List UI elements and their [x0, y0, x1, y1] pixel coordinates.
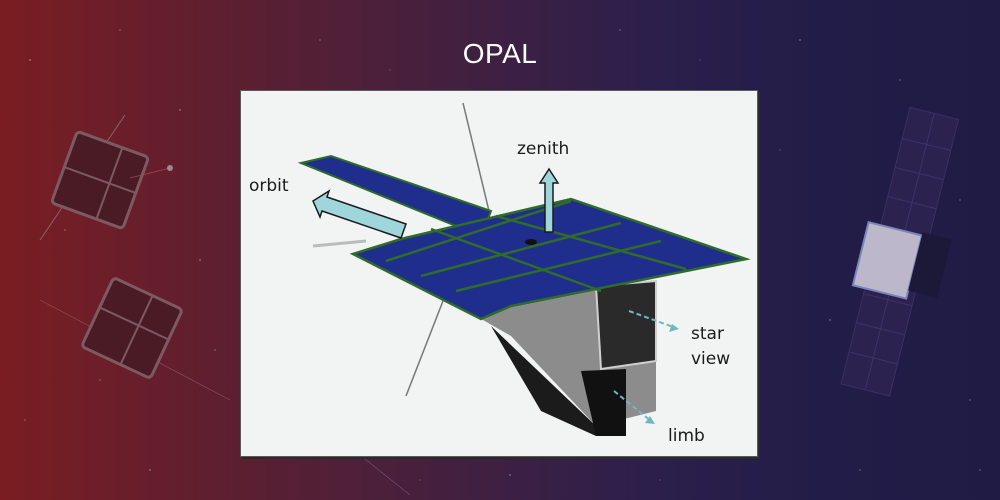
- right-cubesat-decoration: [840, 106, 960, 397]
- slide-title: OPAL: [462, 38, 538, 69]
- label-star-view-1: star: [691, 324, 724, 344]
- label-zenith: zenith: [517, 139, 570, 159]
- satellite-diagram: [297, 102, 751, 436]
- zenith-arrow: [538, 167, 560, 233]
- label-limb: limb: [668, 426, 705, 446]
- label-star-view-2: view: [691, 349, 731, 369]
- opal-satellite-figure: orbit zenith star view limb: [240, 90, 758, 457]
- label-orbit: orbit: [249, 176, 289, 196]
- orbit-arrow: [312, 189, 407, 239]
- left-cubesat-decoration: [39, 114, 183, 379]
